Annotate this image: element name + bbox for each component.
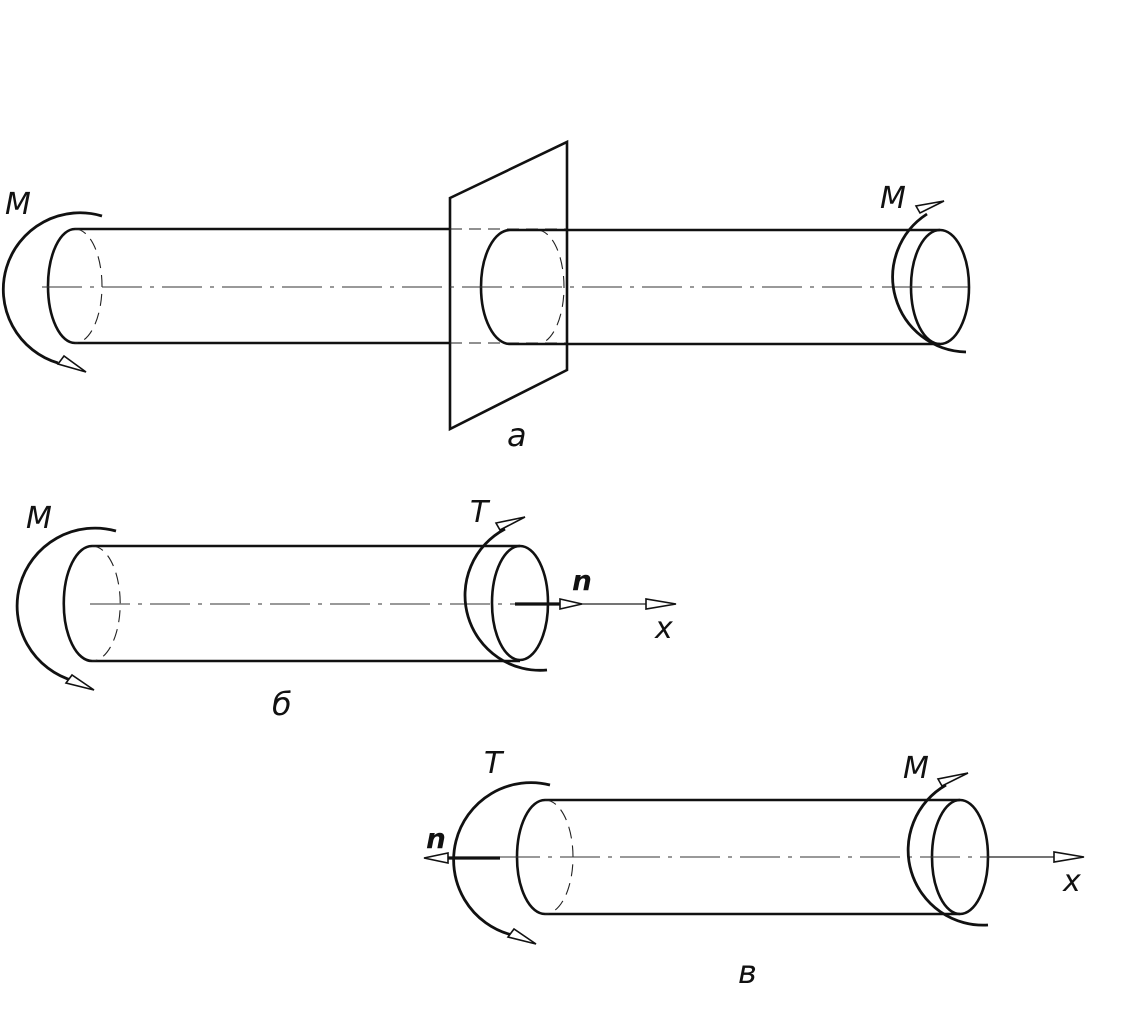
x-axis-b-arrowhead xyxy=(645,598,677,610)
normal-b-arrowhead xyxy=(559,597,583,611)
moment-arc-right xyxy=(891,212,967,354)
panel-a: M M а xyxy=(1,139,971,454)
x-axis-c-arrowhead xyxy=(1053,851,1085,863)
panel-b-caption: б xyxy=(272,685,292,723)
panel-a-caption: а xyxy=(507,416,527,454)
moment-c-arrowhead-right xyxy=(936,772,969,788)
cutting-plane xyxy=(448,139,569,432)
moment-b-arc-right xyxy=(463,527,548,672)
moment-b-label-right: T xyxy=(470,495,491,530)
moment-b-label-left: M xyxy=(26,501,52,536)
shaft-left-outline xyxy=(46,227,450,345)
normal-c-label: n xyxy=(426,822,446,855)
panel-b: x n M T б xyxy=(15,495,677,723)
x-axis-c-label: x xyxy=(1062,864,1081,899)
moment-c-arc-right xyxy=(906,783,989,927)
panel-c-caption: в xyxy=(738,953,757,991)
moment-b-arrowhead-right xyxy=(494,516,526,532)
moment-label-right: M xyxy=(880,181,906,216)
x-axis-b-label: x xyxy=(654,611,673,646)
moment-c-arc-left xyxy=(452,781,551,937)
normal-b-label: n xyxy=(572,564,592,597)
shaft-b-outline xyxy=(62,544,520,663)
moment-c-label-left: T xyxy=(484,746,505,781)
shaft-b-hidden-end xyxy=(91,545,121,662)
moment-arc-left xyxy=(1,211,103,365)
moment-arrowhead-right xyxy=(914,200,945,215)
panel-c: x n T M в xyxy=(423,746,1085,991)
moment-arrowhead-left xyxy=(56,354,87,373)
moment-c-label-right: M xyxy=(903,751,929,786)
shaft-left-hidden-end xyxy=(74,228,103,344)
moment-c-arrowhead-left xyxy=(506,927,537,945)
normal-c-arrowhead xyxy=(423,852,449,864)
moment-b-arrowhead-left xyxy=(64,673,95,691)
moment-b-arc-left xyxy=(15,526,117,683)
shaft-right-outline xyxy=(510,228,940,346)
moment-label-left: M xyxy=(5,187,31,222)
